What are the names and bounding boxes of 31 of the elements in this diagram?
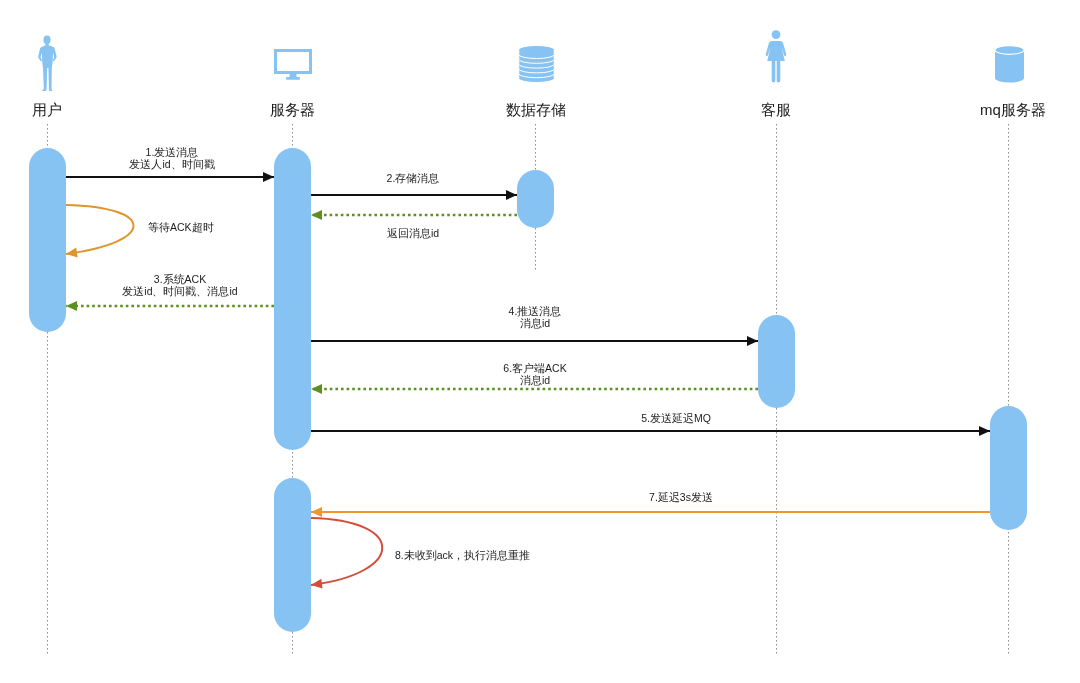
arrow <box>310 507 991 517</box>
arrow <box>310 336 759 346</box>
activation-bar <box>29 148 66 332</box>
edge-label: 5.发送延迟MQ <box>641 411 711 424</box>
participant-label: 服务器 <box>269 101 315 119</box>
activation-bar <box>274 478 311 632</box>
participant-label: mq服务器 <box>980 101 1046 119</box>
activation-bar <box>990 406 1027 530</box>
participant-label: 用户 <box>32 101 62 119</box>
edge-label: 2.存储消息 <box>386 171 440 184</box>
edge-label: 1.发送消息发送人id、时间戳 <box>129 145 215 171</box>
edge-label: 8.未收到ack，执行消息重推 <box>395 548 531 561</box>
arrow <box>310 517 384 589</box>
arrow <box>310 190 518 200</box>
edge-label: 7.延迟3s发送 <box>649 490 713 503</box>
arrow <box>66 301 274 311</box>
edge-label: 返回消息id <box>386 227 440 240</box>
arrow <box>65 204 135 258</box>
edge-label: 3.系统ACK发送id、时间戳、消息id <box>122 272 238 298</box>
arrow <box>311 384 758 394</box>
activation-bar <box>274 148 311 450</box>
activation-bar <box>758 315 795 408</box>
edge-label: 等待ACK超时 <box>148 221 214 234</box>
activation-bar <box>517 170 554 228</box>
arrow <box>65 172 275 182</box>
arrow <box>311 210 517 220</box>
participant-label: 客服 <box>761 101 791 119</box>
edge-label: 4.推送消息消息id <box>508 304 562 330</box>
edge-label: 6.客户端ACK消息id <box>503 361 567 387</box>
participant-label: 数据存储 <box>506 101 566 119</box>
arrow <box>310 426 991 436</box>
